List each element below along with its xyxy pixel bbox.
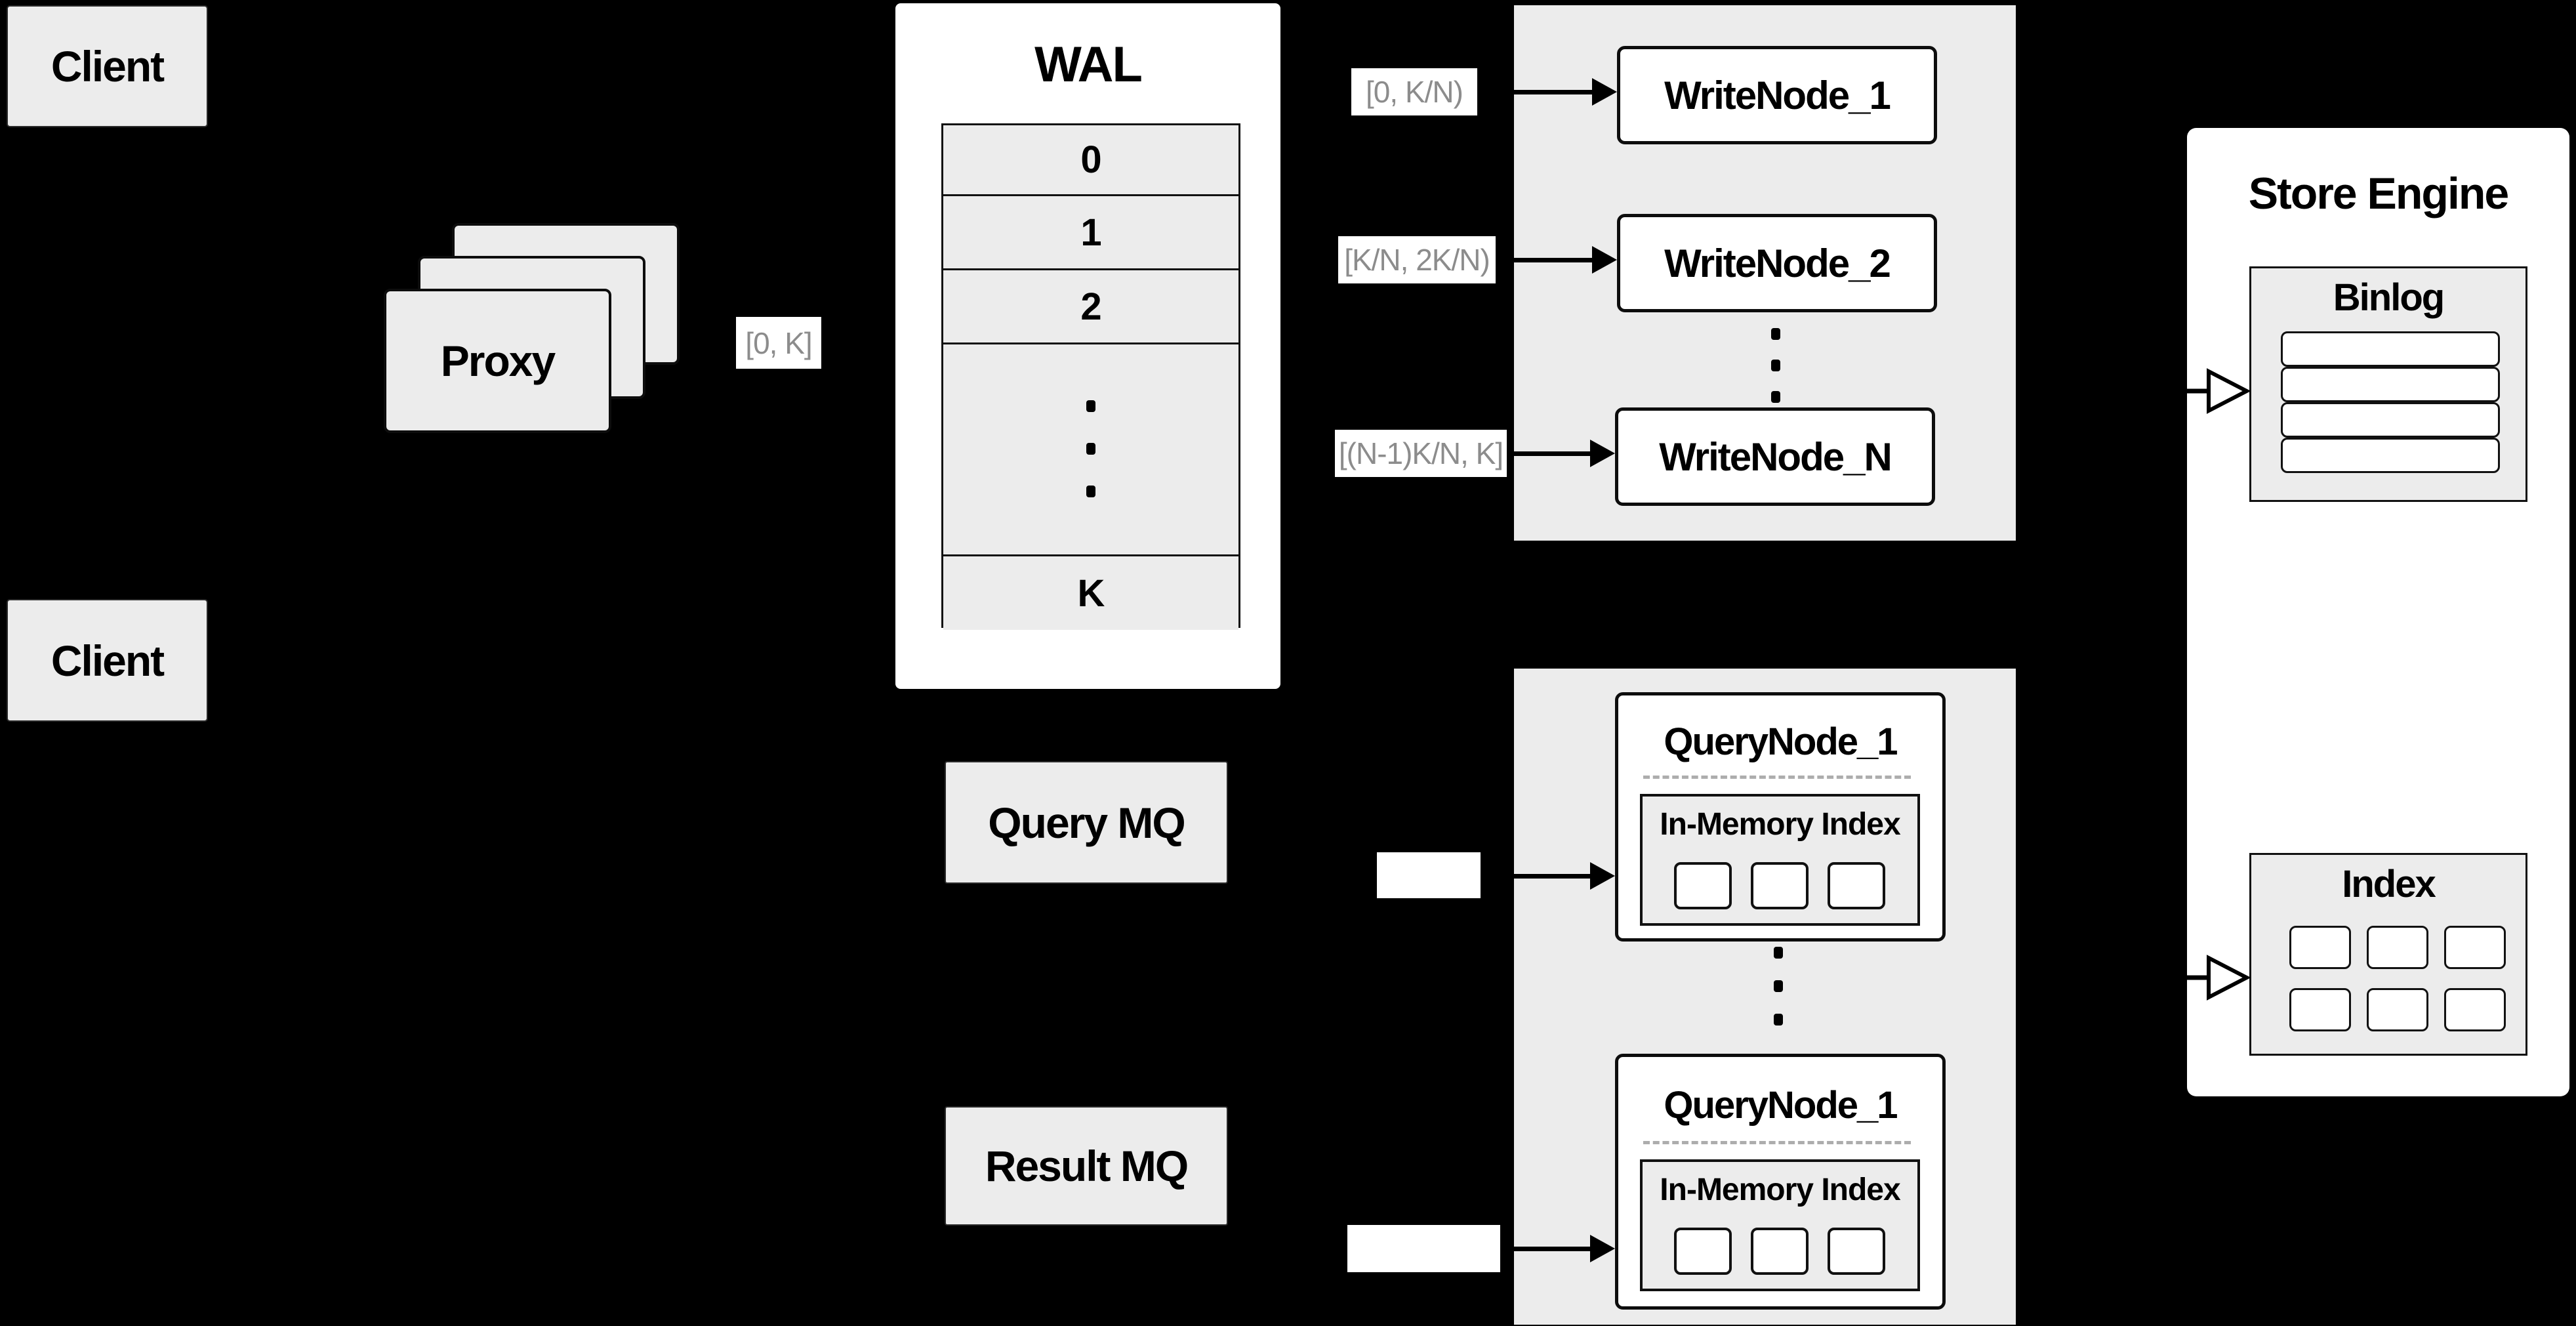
arrow-right-icon [1592, 246, 1617, 274]
arrow-line [1500, 1247, 1592, 1251]
binlog-slot [2281, 367, 2500, 402]
wal-title: WAL [1034, 36, 1143, 93]
arrow-right-icon [1590, 862, 1615, 890]
binlog-title: Binlog [2333, 276, 2445, 319]
ellipsis-dot [1774, 1014, 1783, 1026]
arrow-line [1507, 451, 1592, 456]
write-node-2-box: WriteNode_2 [1617, 214, 1937, 312]
index-cell [2444, 988, 2506, 1031]
client-bottom-label: Client [51, 636, 165, 685]
hollow-arrow-right-icon [2140, 368, 2251, 414]
ellipsis-dot [1771, 360, 1780, 371]
index-cell [2367, 988, 2428, 1031]
index-cell [1828, 1228, 1885, 1275]
write-range-2-tag: [K/N, 2K/N) [1338, 236, 1496, 283]
index-box: Index [2249, 853, 2527, 1056]
index-cell [1751, 862, 1809, 909]
binlog-slot [2281, 331, 2500, 367]
in-memory-index-title: In-Memory Index [1660, 1172, 1900, 1207]
ellipsis-dot [1086, 443, 1095, 455]
write-node-n-label: WriteNode_N [1659, 434, 1892, 479]
index-cell [1828, 862, 1885, 909]
write-range-1-tag: [0, K/N) [1351, 68, 1477, 115]
wal-segment-table: 0 1 2 K [941, 123, 1240, 630]
wal-row-1-label: 1 [1080, 211, 1101, 254]
arrow-line [1477, 90, 1593, 94]
write-node-1-label: WriteNode_1 [1664, 73, 1891, 117]
query-node-1-box: QueryNode_1 In-Memory Index [1615, 692, 1946, 942]
ellipsis-dot [1771, 328, 1780, 340]
binlog-slot [2281, 402, 2500, 438]
proxy-range-tag: [0, K] [736, 317, 821, 369]
index-cell [2367, 926, 2428, 969]
query-range-1-tag [1377, 852, 1481, 898]
proxy-label: Proxy [440, 337, 556, 385]
divider [1643, 776, 1911, 779]
arrow-line [1481, 874, 1592, 879]
index-cell [2289, 988, 2351, 1031]
wal-row-1: 1 [943, 196, 1238, 270]
index-cell [1674, 1228, 1732, 1275]
ellipsis-dot [1774, 947, 1783, 959]
query-node-2-box: QueryNode_1 In-Memory Index [1615, 1054, 1946, 1310]
arrow-right-icon [1590, 440, 1615, 467]
wal-row-2: 2 [943, 270, 1238, 344]
in-memory-index-title: In-Memory Index [1660, 806, 1900, 842]
in-memory-index-box: In-Memory Index [1640, 794, 1920, 926]
wal-row-k-label: K [1077, 571, 1105, 615]
query-node-1-title: QueryNode_1 [1664, 720, 1898, 763]
arrow-line [1496, 258, 1593, 262]
wal-row-0-label: 0 [1080, 138, 1101, 181]
binlog-box: Binlog [2249, 266, 2527, 502]
client-top-label: Client [51, 42, 165, 91]
divider [1643, 1141, 1911, 1144]
query-node-2-title: QueryNode_1 [1664, 1083, 1898, 1127]
write-range-n-tag: [(N-1)K/N, K] [1335, 430, 1507, 477]
arrow-right-icon [1590, 1235, 1615, 1262]
index-cell [2444, 926, 2506, 969]
store-engine-box: Store Engine Binlog Index [2187, 128, 2569, 1096]
store-engine-title: Store Engine [2248, 169, 2509, 218]
proxy-stack: Proxy [384, 223, 680, 433]
index-cell [1751, 1228, 1809, 1275]
result-mq-box: Result MQ [945, 1106, 1228, 1226]
proxy-card-front: Proxy [384, 289, 611, 433]
query-mq-box: Query MQ [945, 761, 1228, 884]
wal-row-0: 0 [943, 125, 1238, 196]
client-box-bottom: Client [7, 599, 208, 722]
write-node-n-box: WriteNode_N [1615, 407, 1935, 506]
binlog-slot [2281, 438, 2500, 473]
ellipsis-dot [1086, 486, 1095, 497]
query-mq-label: Query MQ [988, 798, 1185, 847]
write-node-1-box: WriteNode_1 [1617, 46, 1937, 144]
arrow-right-icon [1592, 78, 1617, 106]
client-box-top: Client [7, 5, 208, 127]
ellipsis-dot [1774, 980, 1783, 992]
write-node-2-label: WriteNode_2 [1664, 241, 1891, 285]
index-cell [1674, 862, 1732, 909]
wal-row-ellipsis [943, 344, 1238, 556]
index-cell [2289, 926, 2351, 969]
in-memory-index-box: In-Memory Index [1640, 1159, 1920, 1291]
query-range-2-tag [1347, 1225, 1500, 1272]
hollow-arrow-right-icon [2140, 955, 2251, 1001]
wal-box: WAL 0 1 2 K [895, 3, 1280, 689]
index-title: Index [2342, 862, 2436, 905]
result-mq-label: Result MQ [985, 1142, 1189, 1190]
ellipsis-dot [1771, 391, 1780, 403]
ellipsis-dot [1086, 400, 1095, 412]
wal-row-2-label: 2 [1080, 285, 1101, 328]
wal-row-k: K [943, 556, 1238, 630]
